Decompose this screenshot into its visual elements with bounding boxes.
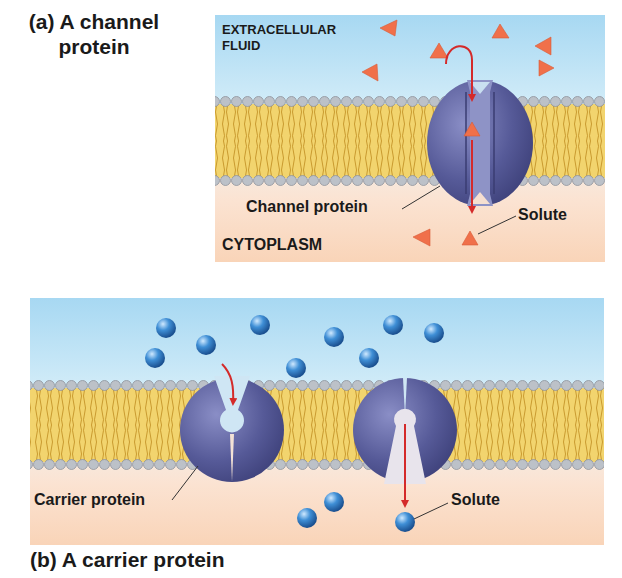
lipid-bilayer	[30, 380, 604, 470]
solute-sphere	[395, 512, 415, 532]
channel-protein	[427, 80, 533, 206]
solute-triangle	[464, 122, 480, 136]
solute-sphere	[359, 348, 379, 368]
lipid-bilayer	[215, 96, 605, 186]
channel-pore	[467, 80, 493, 206]
solute-sphere	[383, 315, 403, 335]
part-label: Carrier protein	[34, 490, 194, 509]
panel-heading: (b) A carrier protein	[30, 547, 390, 572]
solute-sphere	[424, 323, 444, 343]
solute-sphere	[250, 315, 270, 335]
part-label: CYTOPLASM	[222, 235, 372, 254]
solute-sphere	[324, 492, 344, 512]
movement-arrow	[404, 424, 406, 506]
solute-sphere	[286, 358, 306, 378]
solute-sphere	[156, 318, 176, 338]
pore-wall	[493, 92, 495, 194]
part-label: EXTRACELLULAR FLUID	[222, 22, 352, 53]
part-label: Solute	[451, 490, 531, 509]
part-label: Channel protein	[246, 197, 406, 216]
carrier-slit	[230, 434, 234, 482]
solute-sphere	[297, 508, 317, 528]
movement-arrow	[471, 140, 473, 212]
solute-sphere	[145, 348, 165, 368]
part-label: Solute	[518, 205, 598, 224]
solute-sphere	[196, 335, 216, 355]
solute-sphere	[324, 327, 344, 347]
panel-heading: (a) A channel protein	[3, 9, 185, 59]
pore-wall	[465, 92, 467, 194]
